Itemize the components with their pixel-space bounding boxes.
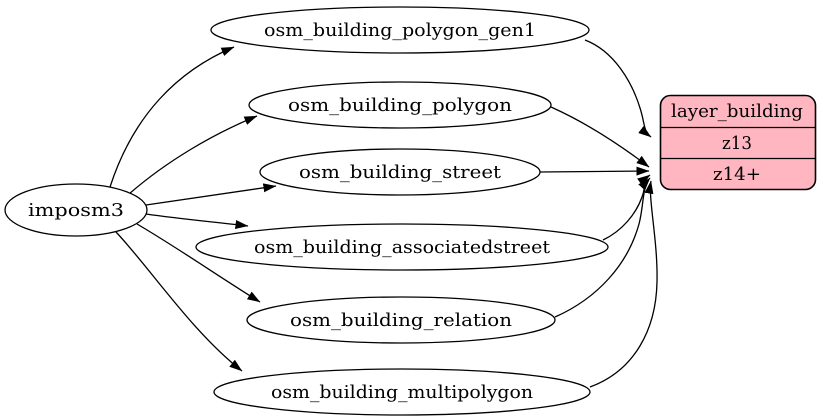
osm-building-street-ellipse (259, 148, 541, 196)
osm-building-relation-ellipse (246, 296, 556, 344)
imposm3-label: imposm3 (28, 200, 124, 221)
osm-building-multipolygon-ellipse (213, 368, 591, 416)
edge-imposm3-to-osm-building-polygon-gen1 (109, 46, 235, 188)
edge-imposm3-to-osm-building-relation (136, 223, 261, 303)
osm-building-relation-label: osm_building_relation (290, 310, 512, 331)
layer-building-title: layer_building (671, 101, 803, 122)
node-osm-building-associatedstreet: osm_building_associatedstreet (195, 223, 609, 271)
edge-imposm3-to-osm-building-associatedstreet (145, 213, 249, 229)
osm-building-associatedstreet-label: osm_building_associatedstreet (254, 237, 551, 258)
layer-building-row-z13: z13 (722, 133, 752, 154)
osm-building-polygon-gen1-ellipse (210, 6, 590, 54)
osm-building-polygon-gen1-label: osm_building_polygon_gen1 (264, 20, 536, 41)
node-osm-building-polygon-gen1: osm_building_polygon_gen1 (210, 6, 590, 54)
node-osm-building-multipolygon: osm_building_multipolygon (213, 368, 591, 416)
edge-osm-building-polygon-gen1-to-layer-building-z13 (584, 39, 652, 138)
osm-building-associatedstreet-ellipse (195, 223, 609, 271)
osm-building-multipolygon-label: osm_building_multipolygon (271, 382, 533, 403)
edge-imposm3-to-osm-building-multipolygon (115, 231, 243, 372)
osm-building-polygon-label: osm_building_polygon (288, 95, 512, 116)
node-osm-building-polygon: osm_building_polygon (248, 81, 552, 129)
edge-osm-building-multipolygon-to-layer-building-z14 (589, 180, 658, 388)
node-osm-building-street: osm_building_street (259, 148, 541, 196)
edge-osm-building-street-to-layer-building-z14 (539, 166, 650, 176)
edge-imposm3-to-osm-building-polygon (128, 115, 258, 195)
node-osm-building-relation: osm_building_relation (246, 296, 556, 344)
imposm3-ellipse (4, 183, 148, 237)
edge-osm-building-polygon-to-layer-building-z14 (550, 106, 650, 168)
node-imposm3: imposm3 (4, 183, 148, 237)
edge-osm-building-relation-to-layer-building-z14 (554, 177, 651, 318)
layer-building-row-z14: z14+ (713, 164, 761, 185)
edge-osm-building-associatedstreet-to-layer-building-z14 (602, 174, 651, 241)
osm-building-street-label: osm_building_street (299, 162, 502, 183)
edge-imposm3-to-osm-building-street (145, 183, 277, 206)
layer-building-box (659, 94, 817, 191)
osm-building-polygon-ellipse (248, 81, 552, 129)
node-layer-building: layer_building z13 z14+ (659, 94, 817, 191)
